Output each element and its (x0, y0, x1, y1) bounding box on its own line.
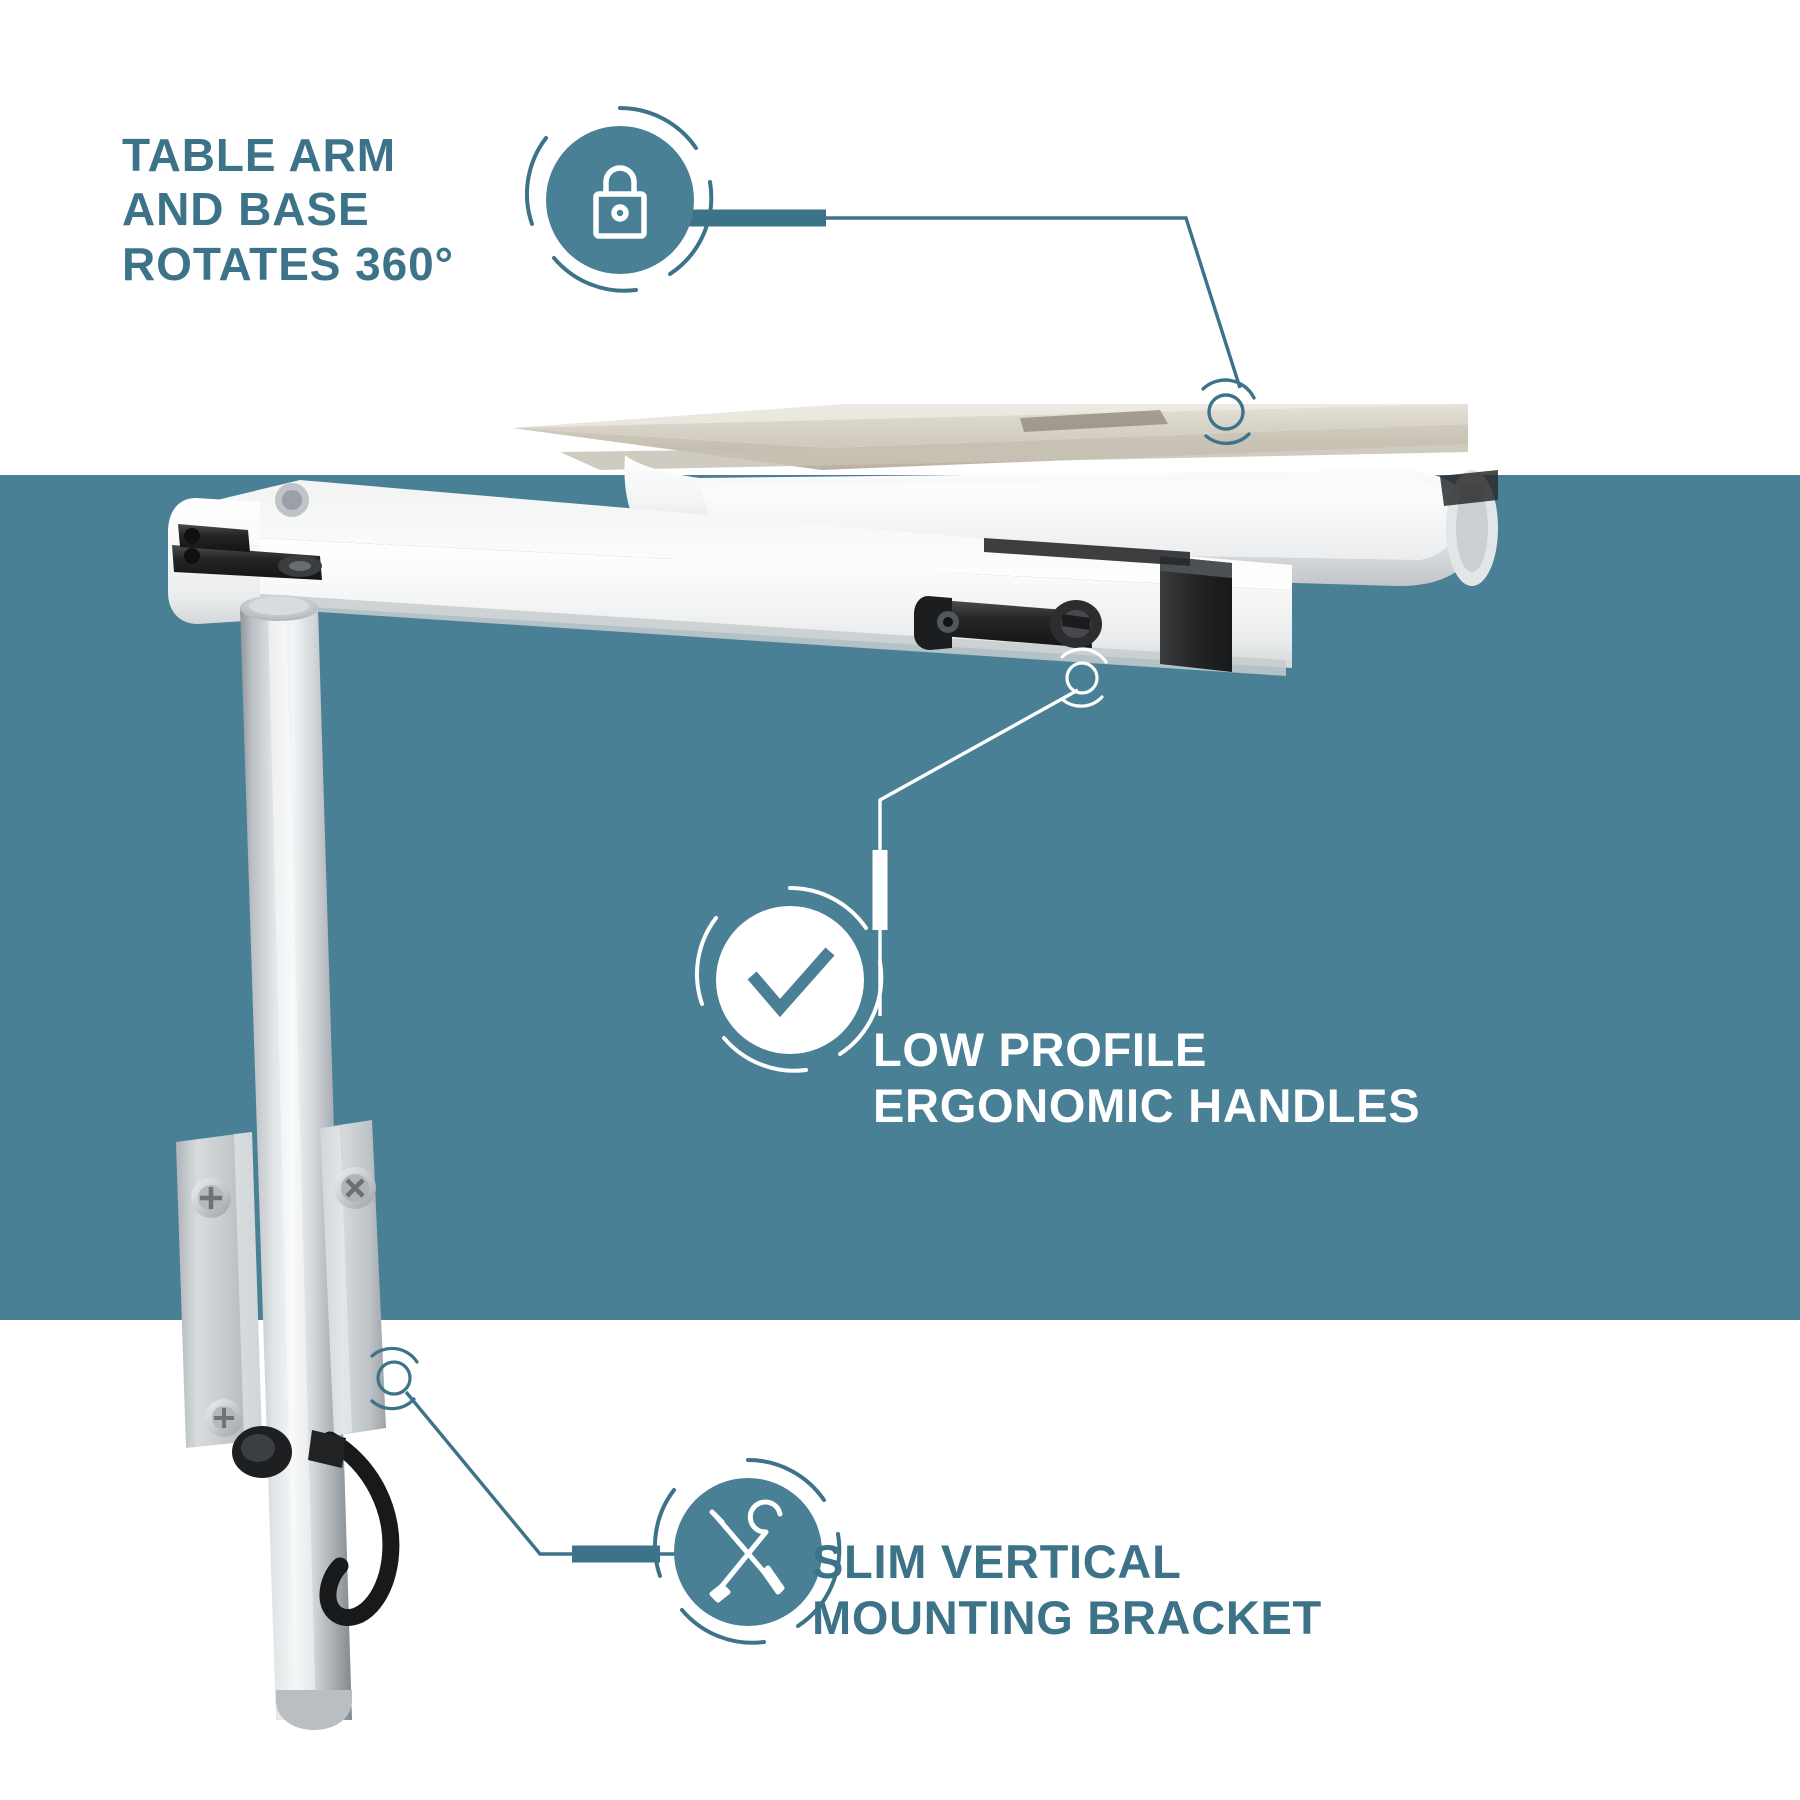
bracket-cable (319, 1431, 400, 1626)
pole-bottom-cap (276, 1690, 352, 1730)
tabletop-arm-joint-strip (984, 538, 1190, 566)
badge-rotate[interactable] (520, 100, 720, 300)
tabletop-lip (560, 440, 1468, 470)
tabletop-slot (1020, 410, 1168, 432)
badge-ring-lock (524, 105, 714, 293)
leader-line-handles (872, 647, 1108, 1016)
lock-icon (593, 165, 647, 239)
feature-label-bracket: SLIM VERTICAL MOUNTING BRACKET (812, 1535, 1322, 1645)
bracket-screw-top-right (334, 1167, 376, 1209)
bracket-screw-top-left (191, 1178, 231, 1218)
badge-circle-lock (546, 126, 694, 274)
handle-lever-tip (914, 596, 952, 650)
tools-icon (709, 1499, 785, 1603)
support-arm-top (196, 480, 1292, 590)
leader-line-rotate (676, 209, 1256, 446)
handle-knob-slot (1062, 614, 1090, 630)
pole-top-cap-inner (249, 597, 309, 615)
clamp-bolt-a (184, 548, 200, 564)
badge-ring-tools (652, 1457, 842, 1645)
bracket-screw-bottom-left (205, 1399, 243, 1437)
bracket-right-rail-edge (320, 1126, 352, 1436)
bracket-lock-knob-face (241, 1434, 275, 1462)
feature-label-handles: LOW PROFILE ERGONOMIC HANDLES (873, 1023, 1421, 1133)
handle-lever-pivot-hole (943, 617, 953, 627)
arm-left-clamp-knob-inner (289, 561, 311, 571)
pole-highlight (268, 610, 316, 1720)
arm-end-block (1160, 556, 1232, 672)
badge-bracket[interactable] (648, 1452, 848, 1652)
tabletop-top-highlight (512, 404, 1468, 428)
support-arm-lower-edge (200, 590, 1286, 676)
arm-pivot-hole (282, 490, 302, 510)
badge-ring-check (694, 885, 884, 1073)
bracket-left-rail-edge (234, 1132, 262, 1442)
shell-end-cap-inner (1456, 484, 1488, 572)
feature-label-rotate: TABLE ARM AND BASE ROTATES 360° (122, 129, 454, 290)
badge-circle-check (716, 906, 864, 1054)
badge-handles[interactable] (690, 880, 890, 1080)
clamp-bolt-b (184, 528, 200, 544)
shell-end-recess (1440, 470, 1498, 506)
check-circle-icon (747, 947, 835, 1018)
bracket-cable-clip (308, 1430, 346, 1468)
